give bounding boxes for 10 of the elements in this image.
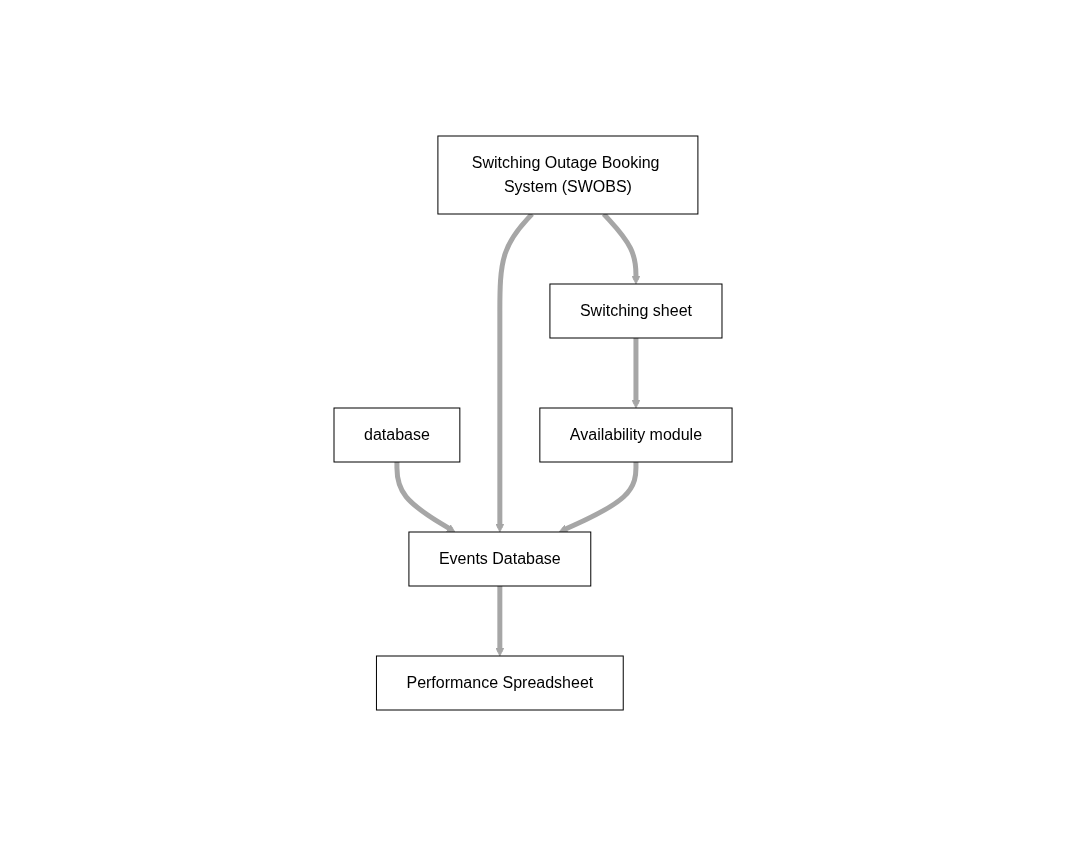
arrow: [558, 462, 639, 533]
node-box: database: [333, 407, 461, 463]
arrow: [495, 586, 505, 657]
arrow: [631, 338, 641, 409]
arrow: [394, 462, 456, 533]
node-box: Switching sheet: [549, 283, 723, 339]
node-box: Availability module: [539, 407, 733, 463]
node-box: Events Database: [408, 531, 592, 587]
node-box: Performance Spreadsheet: [375, 655, 624, 711]
node-box: Switching Outage Booking System (SWOBS): [437, 135, 699, 215]
